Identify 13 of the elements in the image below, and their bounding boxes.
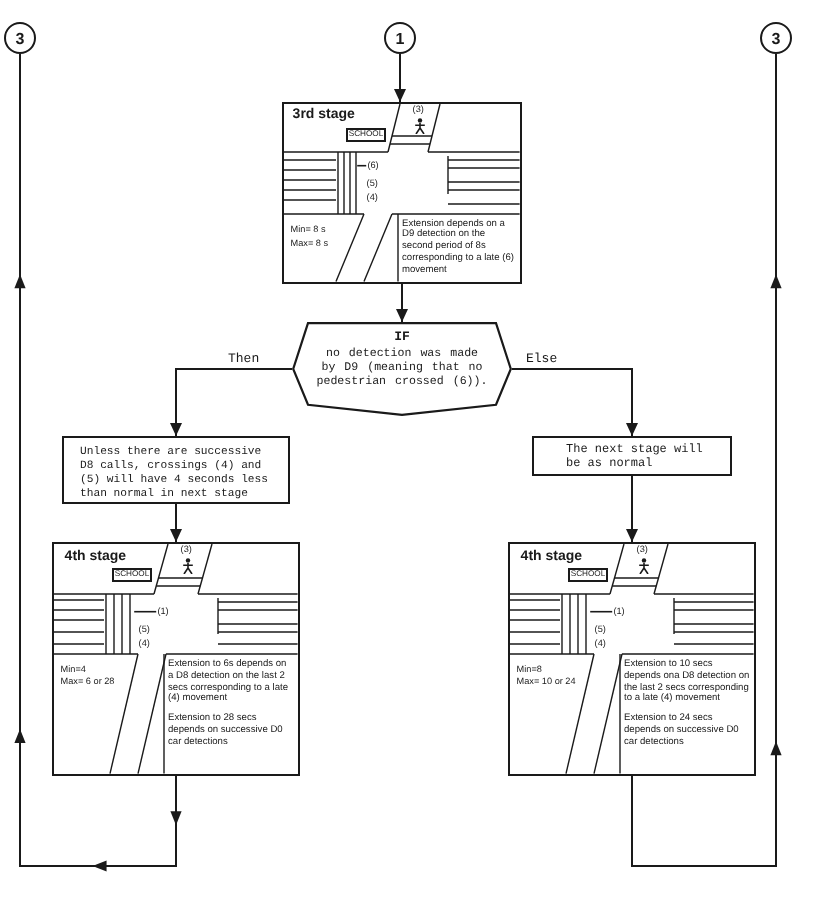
connector-circle: 3 (4, 22, 36, 54)
arrow (626, 475, 638, 543)
decision-hexagon (292, 322, 512, 416)
connector-circle: 3 (760, 22, 792, 54)
arrow (511, 368, 638, 437)
arrow (170, 368, 293, 437)
leader-line (356, 164, 367, 167)
arrow (170, 503, 182, 543)
arrow (396, 283, 408, 323)
leader-line (133, 610, 157, 613)
arrow (394, 53, 406, 103)
connector-circle: 1 (384, 22, 416, 54)
leader-line (589, 610, 613, 613)
